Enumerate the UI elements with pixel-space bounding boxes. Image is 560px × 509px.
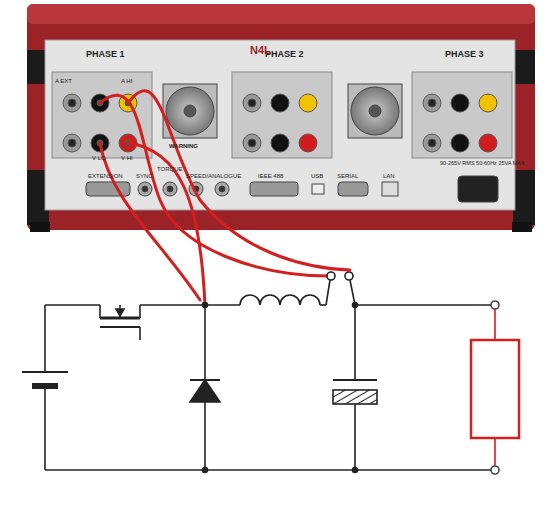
- phase-modules: [52, 72, 512, 158]
- port-label: IEEE 488: [258, 173, 283, 180]
- terminal-label: V LO: [92, 155, 106, 162]
- port-label: SYNC: [136, 173, 153, 180]
- port-label: LAN: [383, 173, 395, 180]
- phase-title: PHASE 1: [86, 50, 125, 60]
- fans: [163, 84, 402, 138]
- terminal-label: A EXT: [55, 78, 72, 85]
- rear-connectors: [86, 176, 498, 202]
- phase-title: PHASE 3: [445, 50, 484, 60]
- measurement-wires: [100, 91, 350, 305]
- port-label: USB: [311, 173, 323, 180]
- port-label: TORQUE: [157, 166, 183, 173]
- analyzer-housing: [27, 4, 535, 232]
- port-label: SPEED/ANALOGUE: [186, 173, 241, 180]
- terminal-label: A HI: [121, 78, 132, 85]
- port-label: SERIAL: [337, 173, 358, 180]
- port-label: EXTENSION: [88, 173, 123, 180]
- brand-logo: N4L: [250, 44, 271, 56]
- terminal-label: V HI: [121, 155, 133, 162]
- warning-label: WARNING: [169, 143, 198, 150]
- buck-converter-schematic: [22, 272, 519, 474]
- power-rating: 90-265V RMS 50-60Hz 25VA MAX: [440, 160, 525, 166]
